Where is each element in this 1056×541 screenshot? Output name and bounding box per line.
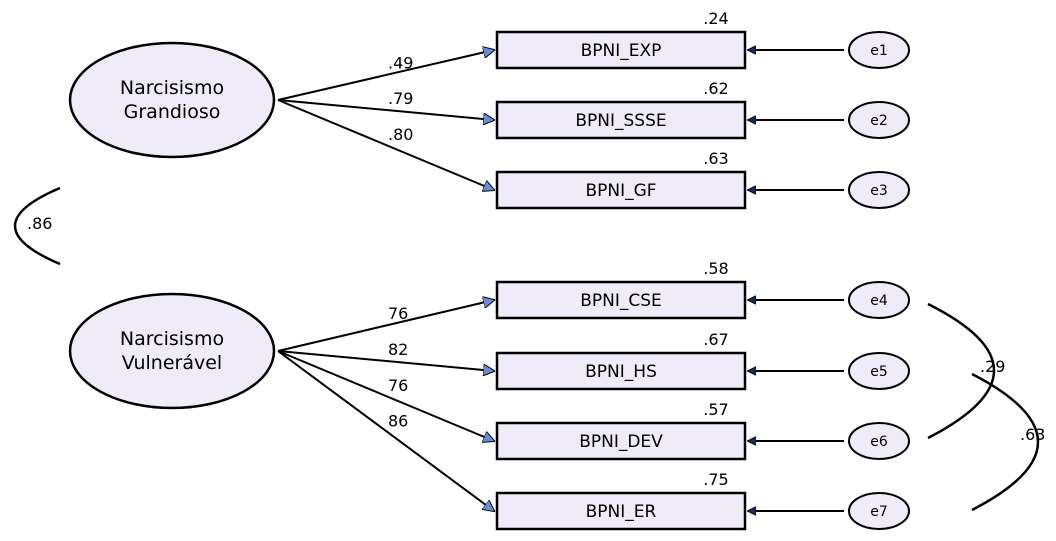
error-label: e2 [870,113,888,129]
error-ellipse [848,422,910,460]
error-covariance-value: .63 [1020,425,1045,444]
loading-arrow [277,99,494,120]
latent-covariance-arc [14,186,61,266]
indicator-bpni_cse: 76 BPNI_CSE .58 e4 [277,259,910,352]
loading-arrow [277,350,494,511]
loading-arrow [277,300,494,352]
r-squared-value: .63 [703,149,728,168]
loading-arrow [277,350,494,441]
error-covariance-value: .29 [980,357,1005,376]
r-squared-value: .24 [703,9,728,28]
loading-value: 76 [388,304,408,323]
indicator-label: BPNI_CSE [580,291,662,311]
indicator-label: BPNI_SSSE [575,111,666,131]
error-ellipse [848,101,910,139]
error-ellipse [848,31,910,69]
latent-ellipse [68,292,276,410]
indicator-box [495,280,747,320]
latent-narcisismo-grandioso: Narcisismo Grandioso [68,41,276,159]
indicators-group: .49BPNI_EXP.24e1.79BPNI_SSSE.62e2.80BPNI… [277,9,910,531]
error-label: e4 [870,293,888,309]
indicator-label: BPNI_DEV [579,432,663,452]
indicator-box [495,421,747,461]
error-ellipse [848,281,910,319]
error-label: e6 [870,434,888,450]
indicator-bpni_exp: .49 BPNI_EXP .24 e1 [277,9,910,101]
error-label: e5 [870,364,888,380]
loading-arrow [277,350,494,371]
indicator-box [495,100,747,140]
loading-value: 76 [388,376,408,395]
r-squared-value: .67 [703,330,728,349]
latent-narcisismo-vulneravel: Narcisismo Vulnerável [68,292,276,410]
latent-label-line1: Narcisismo [120,77,224,99]
r-squared-value: .62 [703,79,728,98]
latent-label-line2: Vulnerável [122,352,222,374]
loading-value: .80 [388,125,413,144]
error-covariance-e5-e7: .63 [971,372,1045,512]
indicator-label: BPNI_ER [586,502,657,522]
loading-arrow [277,50,494,101]
latent-covariance-value: .86 [27,214,52,233]
r-squared-value: .75 [703,470,728,489]
latent-ellipse [68,41,276,159]
error-ellipse [848,171,910,209]
error-ellipse [848,492,910,530]
error-label: e7 [870,504,888,520]
latent-label-line2: Grandioso [124,101,221,123]
loading-value: 86 [388,411,408,430]
indicator-box [495,491,747,531]
indicator-label: BPNI_HS [585,362,657,382]
error-covariance-e4-e6: .29 [927,302,1005,440]
error-covariance-arc [927,302,996,440]
error-ellipse [848,352,910,390]
error-label: e3 [870,183,888,199]
indicator-box [495,351,747,391]
error-covariance-arc [971,372,1040,512]
indicator-label: BPNI_GF [585,181,656,201]
latent-label-line1: Narcisismo [120,328,224,350]
loading-arrow [277,99,494,190]
indicator-box [495,170,747,210]
indicator-label: BPNI_EXP [581,41,662,61]
loading-value: 82 [388,340,408,359]
latent-covariance: .86 [14,186,61,266]
loading-value: .49 [388,54,413,73]
r-squared-value: .58 [703,259,728,278]
r-squared-value: .57 [703,400,728,419]
loading-value: .79 [388,89,413,108]
error-label: e1 [870,43,888,59]
indicator-box [495,30,747,70]
